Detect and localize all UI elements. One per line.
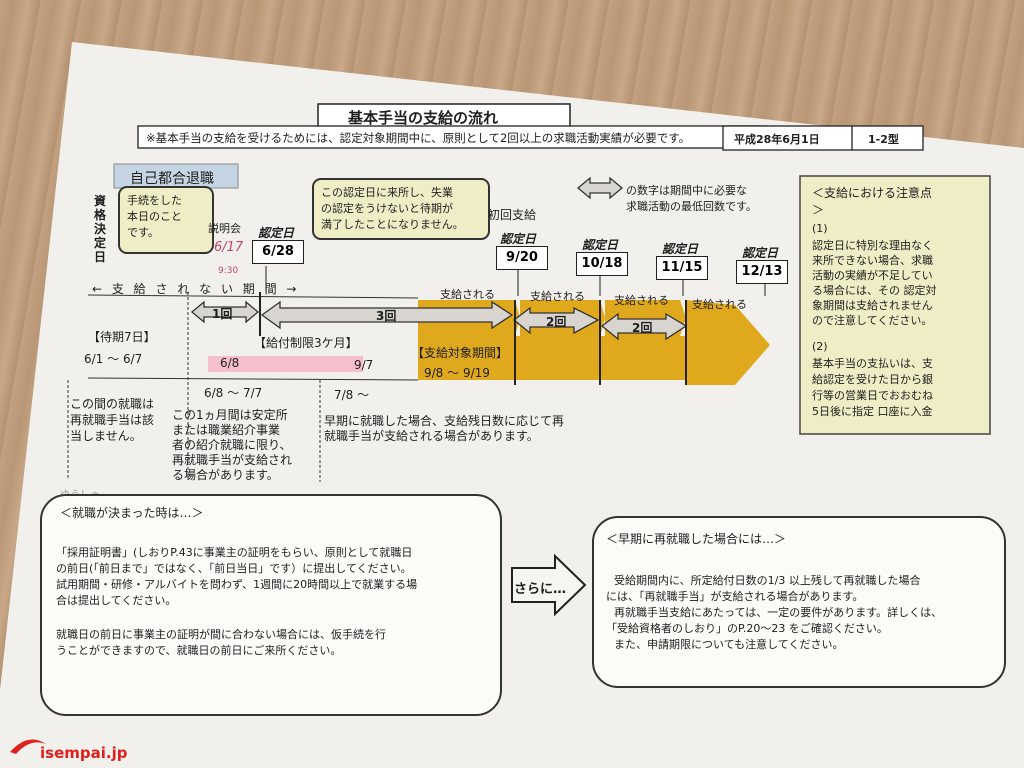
handwritten-date: 6/17 [214, 240, 244, 255]
intro-notice: ※基本手当の支給を受けるためには、認定対象期間中に、原則として2回以上の求職活動… [146, 131, 691, 145]
paid-label-3: 支給される [614, 294, 669, 307]
nintei-label-3: 認定日 [582, 238, 619, 252]
site-logo [8, 730, 48, 764]
side-p2: 基本手当の支払いは、支 給認定を受けた日から銀 行等の営業日でおおむね 5日後に… [812, 357, 933, 418]
nintei-label-2: 認定日 [500, 232, 537, 246]
count-1: 1回 [212, 307, 233, 321]
box-right-title: ＜早期に再就職した場合には…＞ [606, 532, 787, 546]
setsumeikai-label: 説明会 [208, 222, 241, 235]
count-2: 3回 [376, 309, 397, 323]
legend-text: の数字は期間中に必要な 求職活動の最低回数です。 [626, 184, 757, 213]
count-3: 2回 [546, 315, 567, 329]
paid-label-2: 支給される [530, 290, 585, 303]
date-label: 平成28年6月1日 [734, 133, 820, 146]
nintei-date-4: 11/15 [656, 256, 708, 280]
box-left-line3: 試用期間・研修・アルバイトを問わず、1週間に20時間以上で就業する場 [56, 578, 418, 591]
side-title: ＜支給における注意点 ＞ [812, 186, 933, 217]
count-4: 2回 [632, 321, 653, 335]
bubble-tetsuzuki: 手続をした 本日のこと です。 [118, 186, 214, 254]
sarani-label: さらに… [514, 582, 567, 597]
range-b: 7/8 ～ [334, 388, 370, 402]
nintei-label-5: 認定日 [742, 246, 779, 260]
section-label: 自己都合退職 [130, 171, 214, 187]
paid-label-4: 支給される [692, 298, 747, 311]
type-label: 1-2型 [868, 133, 899, 146]
nintei-label-1: 認定日 [258, 226, 295, 240]
taiki-range: 6/1 ～ 6/7 [84, 352, 143, 366]
nintei-date-3: 10/18 [576, 252, 628, 276]
box-left-line5: 就職日の前日に事業主の証明が間に合わない場合には、仮手続を行 [56, 628, 386, 641]
side-p2-num: (2) [812, 340, 828, 353]
side-p1-num: (1) [812, 222, 828, 235]
handwritten-time: 9:30 [218, 266, 239, 276]
nintei-date-2: 9/20 [496, 246, 548, 270]
box-right-line3: 再就職手当支給にあたっては、一定の要件があります。詳しくは、 [614, 606, 943, 619]
bubble-ninteibi: この認定日に来所し、失業 の認定をうけないと待期が 満了したことになりません。 [312, 178, 490, 240]
note-early: 早期に就職した場合、支給残日数に応じて再 就職手当が支給される場合があります。 [324, 414, 565, 443]
nintei-date-5: 12/13 [736, 260, 788, 284]
box-job-decided: ＜就職が決まった時は…＞ 「採用証明書」(しおりP.43に事業主の証明をもらい、… [40, 494, 502, 716]
box-left-line1: 「採用証明書」(しおりP.43に事業主の証明をもらい、原則として就職日 [56, 546, 413, 559]
box-left-line2: の前日(「前日まで」ではなく、「前日当日」です）に提出してください。 [56, 562, 412, 575]
target-range: 9/8 ～ 9/19 [424, 366, 490, 380]
kyufu-end: 9/7 [354, 358, 374, 372]
taiki-label: 【待期7日】 [88, 330, 156, 344]
box-left-line6: うことができますので、就職日の前日にご来所ください。 [56, 644, 342, 657]
first-payment-label: 初回支給 [488, 208, 537, 222]
page-title: 基本手当の支給の流れ [348, 109, 499, 127]
box-right-line4: 「受給資格者のしおり」のP.20～23 をご確認ください。 [606, 622, 888, 635]
paid-band-4 [686, 300, 770, 385]
box-right-line5: また、申請期限についても注意してください。 [614, 638, 844, 651]
note-taiki: この間の就職は 再就職手当は該 当しません。 [70, 397, 155, 443]
nintei-date-1: 6/28 [252, 240, 304, 264]
target-label: 【支給対象期間】 [412, 346, 509, 360]
box-right-line2: には、「再就職手当」が支給される場合があります。 [606, 590, 864, 603]
box-early-reemployment: ＜早期に再就職した場合には…＞ 受給期間内に、所定給付日数の1/3 以上残して再… [592, 516, 1006, 688]
no-pay-header: ← 支 給 さ れ な い 期 間 → [92, 282, 300, 296]
box-right-line1: 受給期間内に、所定給付日数の1/3 以上残して再就職した場合 [614, 574, 921, 587]
box-left-title: ＜就職が決まった時は…＞ [60, 506, 204, 520]
nintei-label-4: 認定日 [662, 242, 699, 256]
logo-text: isempai.jp [40, 744, 128, 762]
kyufu-start: 6/8 [220, 356, 240, 370]
shikaku-vertical: 資格決定日 [94, 194, 107, 264]
range-a: 6/8 ～ 7/7 [204, 386, 263, 400]
kyufu-label: 【給付制限3ケ月】 [254, 336, 358, 350]
paid-label-1: 支給される [440, 288, 495, 301]
note-month: この1ヵ月間は安定所 または職業紹介事業 者の紹介就職に限り、 再就職手当が支給… [172, 408, 293, 482]
swoosh-icon [10, 739, 46, 754]
side-p1: 認定日に特別な理由なく 来所できない場合、求職 活動の実績が不足してい る場合に… [812, 239, 937, 327]
box-left-line4: 合は提出してください。 [56, 594, 177, 607]
